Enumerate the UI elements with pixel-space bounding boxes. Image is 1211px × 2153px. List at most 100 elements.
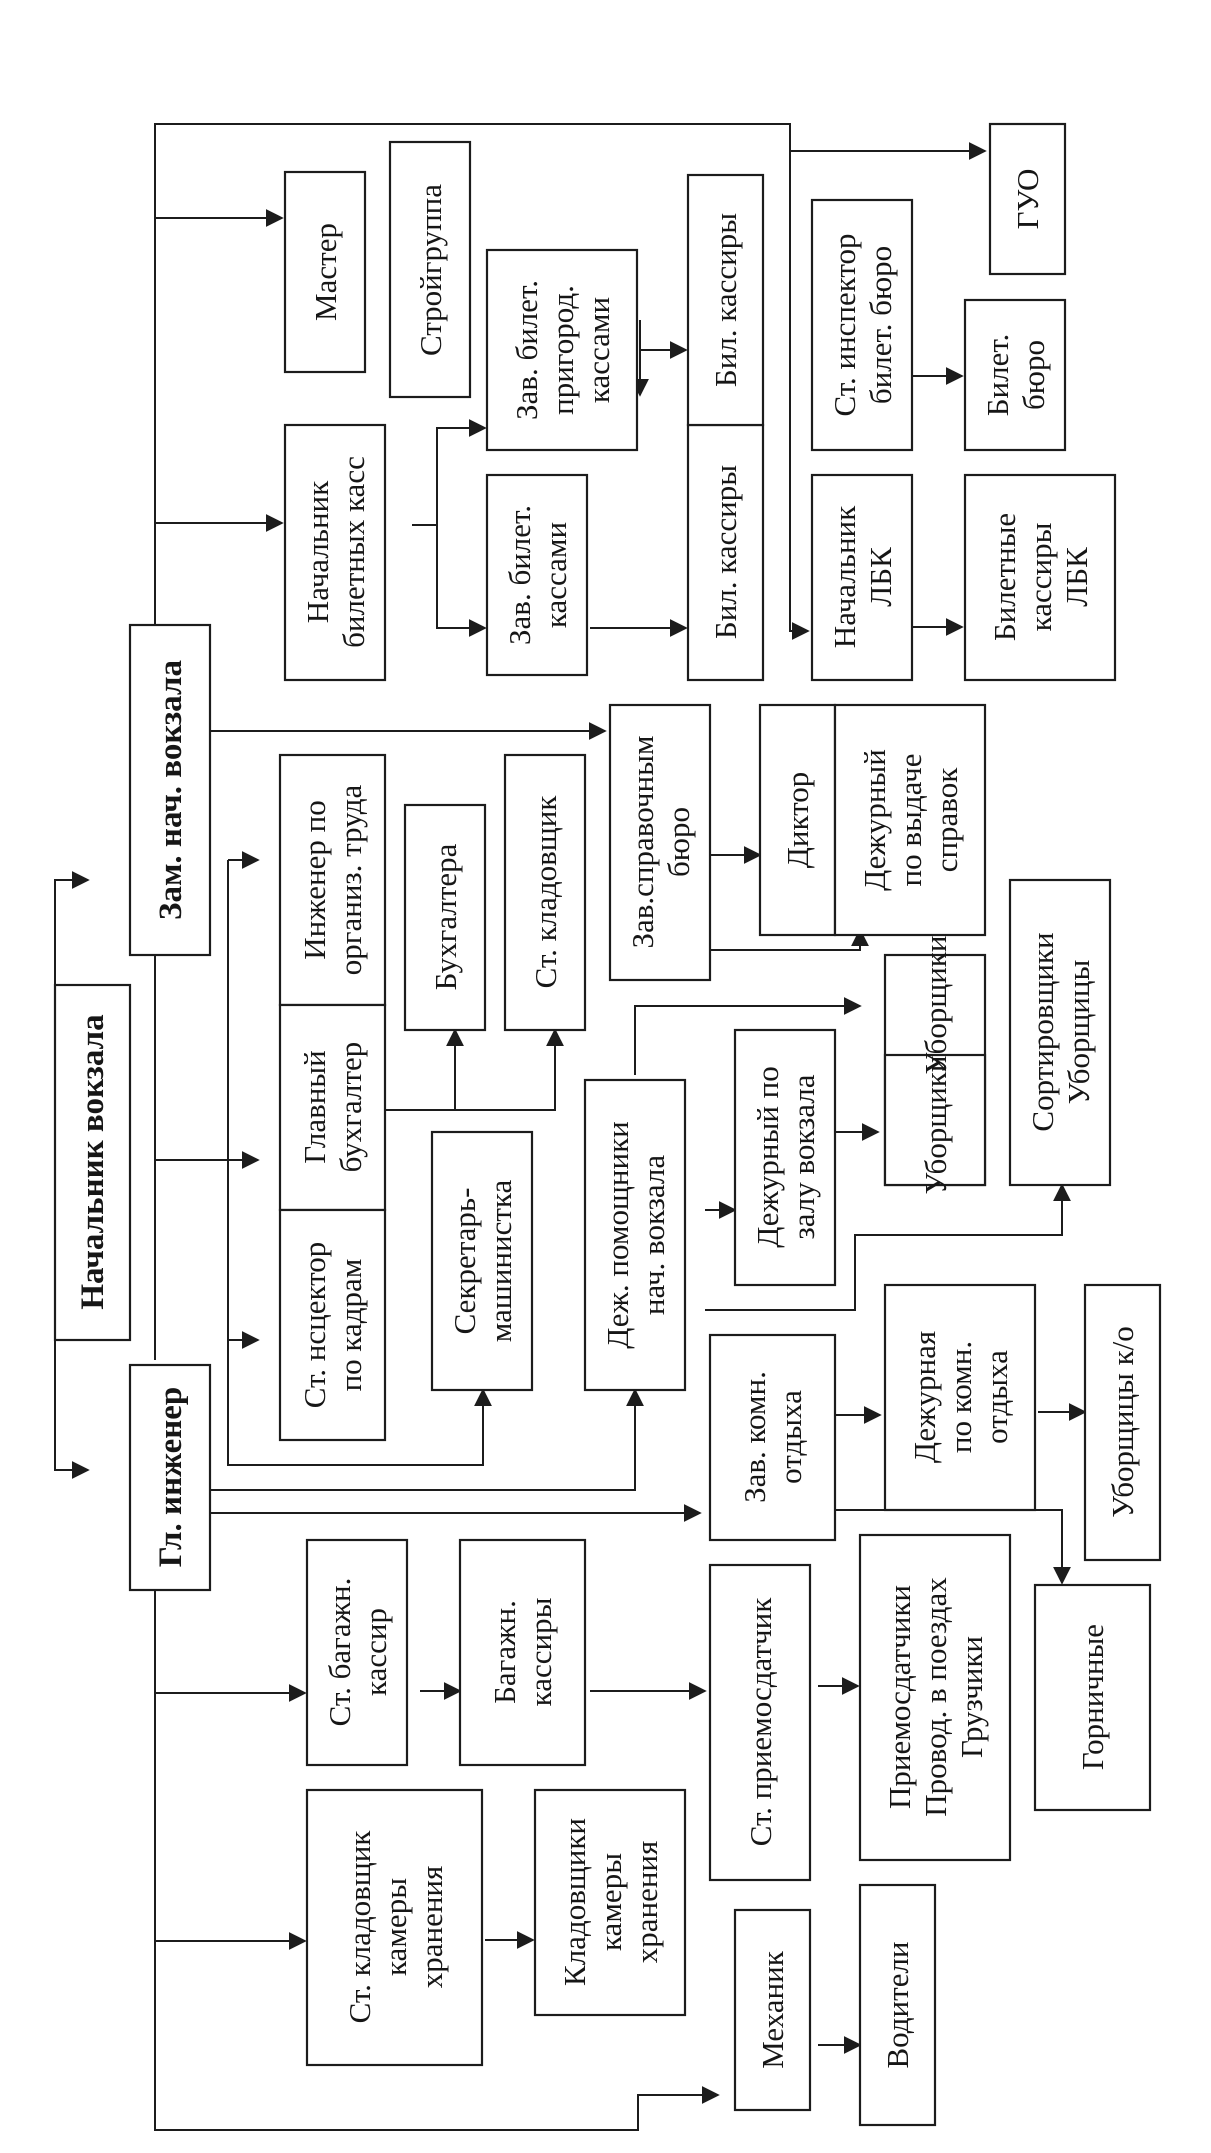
construction-group-line-1: Стройгруппа [413,184,448,356]
secretary-line-2: машинистка [483,1180,518,1343]
ticket-bureau-inspector-label: Ст. инспекторбилет. бюро [827,233,898,416]
suburban-ticket-manager-line-2: пригород. [545,285,580,415]
connector-lines [54,123,1087,2131]
rest-room-cleaners-label: Уборщицы к/о [1105,1326,1140,1518]
suburban-ticket-manager-line-3: кассами [581,297,616,403]
storage-senior-label: Ст. кладовщиккамерыхранения [342,1830,449,2024]
suburban-ticket-manager-label: Зав. билет.пригород.кассами [509,280,616,420]
ticket-bureau-inspector-box [810,198,914,452]
lbk-head-box [810,473,914,682]
construction-group-box [388,140,472,399]
labor-engineer-line-2: организ. труда [333,785,368,976]
storage-keepers-box [533,1788,687,2017]
ticket-office-manager-box [485,473,589,677]
chief-line-1: Начальник вокзала [75,1014,111,1309]
accountants-line-1: Бухгалтера [428,843,463,990]
baggage-cashiers-line-1: Багажн. [487,1600,522,1704]
info-duty-line-3: справок [929,767,964,873]
storage-keepers-label: Кладовщикикамерыхранения [557,1818,664,1986]
hall-duty-box [733,1028,837,1287]
duty-assistants-box [583,1078,687,1392]
cleaners-2-line-1: Уборщики [918,1056,953,1195]
cleaners-2-label: Уборщики [918,1056,953,1195]
baggage-cashier-senior-label: Ст. багажн.кассир [322,1578,393,1727]
rest-room-duty-line-2: по комн. [943,1341,978,1453]
baggage-cashier-senior-line-2: кассир [358,1608,393,1696]
ticket-office-manager-line-2: кассами [538,522,573,628]
accountants-label: Бухгалтера [428,843,463,990]
foreman-line-1: Мастер [308,223,343,321]
ticket-office-head-line-2: билетных касс [336,456,371,648]
ticket-office-head-box [283,423,387,682]
foreman-box [283,170,367,374]
hr-inspector-line-1: Ст. нсцектор [297,1242,332,1408]
lbk-head-line-2: ЛБК [863,547,898,607]
guo-line-1: ГУО [1010,169,1045,230]
duty-assistants-label: Деж. помощникинач. вокзала [600,1121,671,1349]
ticket-office-head-label: Начальникбилетных касс [300,456,371,648]
ticket-bureau-line-2: бюро [1016,340,1051,410]
ticket-cashiers-1-label: Бил. кассиры [708,465,743,639]
chief-accountant-box [278,1003,387,1212]
hall-duty-line-1: Дежурный по [750,1066,785,1248]
receivers-line-1: Приемосдатчики [882,1585,917,1809]
receivers-label: ПриемосдатчикиПровод. в поездахГрузчики [882,1577,989,1817]
receivers-line-2: Провод. в поездах [918,1577,953,1817]
lbk-cashiers-line-3: ЛБК [1059,547,1094,607]
labor-engineer-line-1: Инженер по [297,800,332,959]
labor-engineer-label: Инженер поорганиз. труда [297,785,368,976]
rest-room-duty-line-1: Дежурная [907,1331,942,1463]
info-duty-line-1: Дежурный [857,749,892,891]
storage-senior-box [305,1788,484,2067]
senior-storekeeper-box [503,753,587,1032]
drivers-box [858,1883,937,2127]
rest-room-duty-box [883,1283,1037,1512]
mechanic-label: Механик [755,1950,790,2069]
lbk-cashiers-line-1: Билетные [987,513,1022,641]
info-bureau-manager-line-2: бюро [661,807,696,877]
info-bureau-manager-label: Зав.справочнымбюро [625,735,696,948]
labor-engineer-box [278,753,387,1007]
maids-label: Горничные [1075,1624,1110,1770]
sorters-label: СортировщикиУборщицы [1025,932,1096,1131]
construction-group-label: Стройгруппа [413,184,448,356]
ticket-cashiers-2-line-1: Бил. кассиры [708,213,743,387]
mechanic-line-1: Механик [755,1950,790,2069]
announcer-line-1: Диктор [780,772,815,869]
sorters-line-2: Уборщицы [1061,960,1096,1105]
baggage-cashier-senior-line-1: Ст. багажн. [322,1578,357,1727]
hall-duty-label: Дежурный позалу вокзала [750,1066,821,1248]
sorters-line-1: Сортировщики [1025,932,1060,1131]
hall-duty-line-2: залу вокзала [786,1074,821,1239]
storage-keepers-line-2: камеры [593,1853,628,1951]
lbk-cashiers-label: БилетныекассирыЛБК [987,513,1094,641]
chief-accountant-line-2: бухгалтер [333,1042,368,1173]
cleaners-2-box [883,1053,987,1187]
cleaners-1-line-1: Уборщики [918,936,953,1075]
hr-inspector-line-2: по кадрам [333,1259,368,1392]
storage-keepers-line-3: хранения [629,1841,664,1964]
lbk-head-label: НачальникЛБК [827,505,898,648]
deputy-box [128,623,212,957]
secretary-label: Секретарь-машинистка [447,1180,518,1343]
info-bureau-manager-box [608,703,712,982]
storage-senior-line-1: Ст. кладовщик [342,1830,377,2024]
lbk-cashiers-box [963,473,1117,682]
senior-storekeeper-line-1: Ст. кладовщик [528,795,563,989]
info-duty-label: Дежурныйпо выдачесправок [857,749,964,891]
senior-receiver-box [708,1563,812,1882]
baggage-cashiers-line-2: кассиры [523,1597,558,1706]
info-bureau-manager-line-1: Зав.справочным [625,735,660,948]
foreman-label: Мастер [308,223,343,321]
rest-room-cleaners-line-1: Уборщицы к/о [1105,1326,1140,1518]
ticket-cashiers-1-box [686,423,765,682]
rest-room-duty-line-3: отдыха [979,1350,1014,1444]
hr-inspector-box [278,1208,387,1442]
ticket-office-manager-label: Зав. билет.кассами [502,505,573,645]
ticket-cashiers-2-box [686,173,765,427]
hr-inspector-label: Ст. нсцекторпо кадрам [297,1242,368,1408]
senior-receiver-label: Ст. приемосдатчик [743,1597,778,1847]
announcer-box [758,703,837,937]
rest-room-manager-line-2: отдыха [773,1390,808,1484]
